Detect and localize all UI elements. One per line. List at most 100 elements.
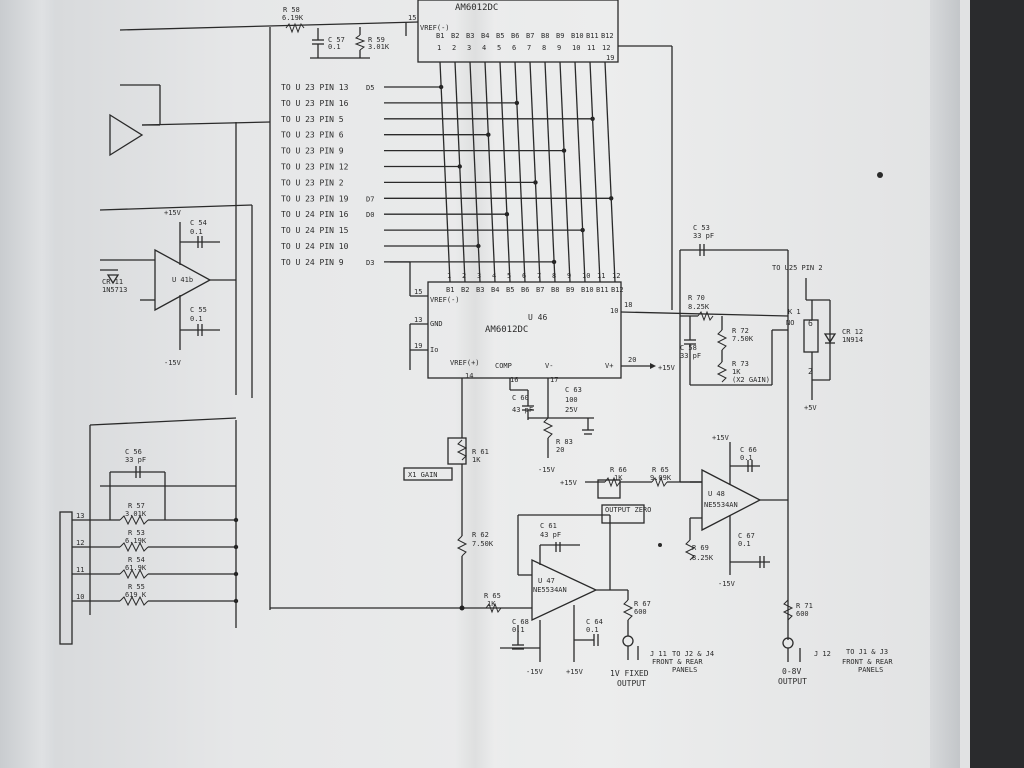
svg-text:VREF(-): VREF(-): [430, 296, 460, 304]
svg-text:6: 6: [808, 319, 813, 328]
u46-pin-number: 2: [462, 272, 466, 280]
svg-text:0.1: 0.1: [512, 626, 525, 634]
bus-connection-label: TO U 23 PIN 9: [281, 147, 344, 156]
feedback-network: C 53 33 pF R 70 8.25K C 58 33 pF R 72 7.…: [680, 224, 789, 640]
svg-text:0-8V: 0-8V: [782, 667, 801, 676]
ladder-resistor-value: 3.01K: [125, 510, 147, 518]
ink-spot: [658, 543, 662, 547]
svg-text:FRONT & REAR: FRONT & REAR: [842, 658, 893, 666]
svg-text:-15V: -15V: [718, 580, 736, 588]
u46-pin-number: 9: [567, 272, 571, 280]
bus-line: [574, 61, 586, 283]
svg-text:6.19K: 6.19K: [282, 14, 304, 22]
top-dac-pin-number: 6: [512, 44, 516, 52]
svg-text:17: 17: [550, 376, 558, 384]
svg-text:19: 19: [606, 54, 614, 62]
svg-text:NO: NO: [786, 319, 794, 327]
bus-line: [439, 61, 451, 283]
svg-text:43 pF: 43 pF: [512, 406, 533, 414]
svg-text:0.1: 0.1: [328, 43, 341, 51]
svg-text:0.1: 0.1: [740, 454, 753, 462]
svg-text:CR 12: CR 12: [842, 328, 863, 336]
svg-text:C 67: C 67: [738, 532, 755, 540]
bus-connection-label: TO U 23 PIN 5: [281, 115, 344, 124]
u46-pin-number: 6: [522, 272, 526, 280]
vref-chain: R 61 1K X1 GAIN R 62 7.50K: [270, 378, 520, 611]
svg-text:(X2 GAIN): (X2 GAIN): [732, 376, 770, 384]
svg-text:-15V: -15V: [164, 359, 182, 367]
svg-text:R 73: R 73: [732, 360, 749, 368]
comp-network: C 60 43 pF C 63 100 25V R 83 20 -15V: [509, 378, 594, 474]
svg-text:U 46: U 46: [528, 313, 547, 322]
svg-text:PANELS: PANELS: [858, 666, 883, 674]
bus-line: [529, 61, 541, 283]
bus-signal-label: D0: [366, 211, 374, 219]
svg-text:C 56: C 56: [125, 448, 142, 456]
u46-bit-label: B11: [596, 286, 609, 294]
svg-text:R 72: R 72: [732, 327, 749, 335]
svg-text:X1 GAIN: X1 GAIN: [408, 471, 438, 479]
c57-capacitor: C 57 0.1: [312, 28, 345, 58]
top-dac-pin-number: 1: [437, 44, 441, 52]
svg-text:-15V: -15V: [538, 466, 556, 474]
bus-signal-label: D7: [366, 195, 374, 203]
bus-connection-label: TO U 24 PIN 10: [281, 242, 349, 251]
svg-text:U 47: U 47: [538, 577, 555, 585]
bus-line: [484, 61, 496, 283]
bus-connection-label: TO U 24 PIN 9: [281, 258, 344, 267]
u46-pin-number: 3: [477, 272, 481, 280]
svg-text:TO U25 PIN 2: TO U25 PIN 2: [772, 264, 823, 272]
svg-text:U 41b: U 41b: [172, 276, 193, 284]
u48-opamp: U 48 NE5534AN +15V C 66 0.1 R 69 8.25K -…: [679, 250, 788, 588]
svg-text:C 57: C 57: [328, 36, 345, 44]
ladder-pin-number: 10: [76, 593, 84, 601]
bus-line: [454, 61, 466, 283]
top-dac-pin-number: 7: [527, 44, 531, 52]
svg-text:PANELS: PANELS: [672, 666, 697, 674]
svg-text:600: 600: [796, 610, 809, 618]
svg-text:R 61: R 61: [472, 448, 489, 456]
svg-text:13: 13: [414, 316, 422, 324]
u46-pin-number: 7: [537, 272, 541, 280]
svg-text:+15V: +15V: [658, 364, 676, 372]
top-dac: AM6012DC VREF(-) 15 19 B11B22B33B44B55B6…: [119, 0, 673, 310]
top-dac-pin-number: 4: [482, 44, 486, 52]
bus-connection-label: TO U 23 PIN 2: [281, 178, 344, 187]
bus-line: [544, 61, 556, 283]
svg-text:GND: GND: [430, 320, 443, 328]
bus-connection-label: TO U 23 PIN 6: [281, 131, 344, 140]
top-dac-pin-number: 8: [542, 44, 546, 52]
u46-bit-label: B3: [476, 286, 484, 294]
u46-bit-label: B1: [446, 286, 454, 294]
u46-bit-label: B12: [611, 286, 624, 294]
svg-text:R 62: R 62: [472, 531, 489, 539]
ladder-resistor: [119, 514, 149, 526]
u46-bit-label: B10: [581, 286, 594, 294]
ladder-resistor-value: 619 K: [125, 591, 147, 599]
svg-text:AM6012DC: AM6012DC: [485, 325, 528, 335]
svg-text:Io: Io: [430, 346, 438, 354]
svg-text:R 65: R 65: [652, 466, 669, 474]
svg-text:V+: V+: [605, 362, 613, 370]
svg-text:8.25K: 8.25K: [688, 303, 710, 311]
left-section: U 41b +15V C 54 0.1 -15V C 55 0.1 CR 11 …: [59, 84, 271, 645]
u46-pin-number: 11: [597, 272, 605, 280]
u46-pin-number: 10: [582, 272, 590, 280]
svg-text:0.1: 0.1: [586, 626, 599, 634]
bus-line: [604, 61, 616, 283]
top-dac-bit-label: B12: [601, 32, 614, 40]
svg-text:TO J1 & J3: TO J1 & J3: [846, 648, 888, 656]
svg-text:C 54: C 54: [190, 219, 207, 227]
top-dac-bit-label: B11: [586, 32, 599, 40]
svg-text:15: 15: [408, 14, 416, 22]
u46-bit-label: B2: [461, 286, 469, 294]
svg-text:25V: 25V: [565, 406, 578, 414]
u46-bit-label: B9: [566, 286, 574, 294]
svg-text:OUTPUT ZERO: OUTPUT ZERO: [605, 506, 651, 514]
bus-line: [499, 61, 511, 283]
svg-text:C 66: C 66: [740, 446, 757, 454]
bus-line: [469, 61, 481, 283]
